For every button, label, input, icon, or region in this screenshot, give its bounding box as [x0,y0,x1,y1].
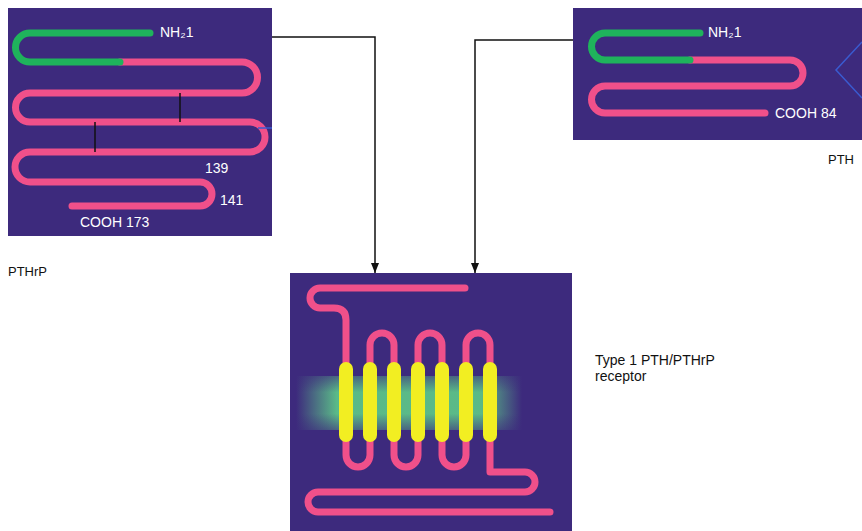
disulfide-bond [94,122,96,152]
protein-name: PTH [828,152,854,168]
helix [387,362,401,442]
peptide-chain [592,60,804,113]
binding-arrow [272,37,375,273]
shared-domain [15,33,150,62]
shared-domain [592,33,701,60]
disulfide-bond [179,93,181,122]
protein-name: PTHrP [8,264,47,280]
receptor-chain [308,288,550,512]
pth-panel [573,8,862,140]
receptor-panel [290,273,572,531]
helix [339,362,353,442]
helix [435,362,449,442]
peptide-chain [15,62,265,206]
terminus-label: COOH 173 [80,214,149,230]
binding-arrow [475,40,573,273]
helix [363,362,377,442]
transmembrane-helices [339,362,497,442]
residue-number: 141 [220,192,243,208]
pthrp-panel [8,8,272,236]
helix [483,362,497,442]
terminus-label: NH₂1 [708,24,741,40]
pthrp-panel: NH₂1139141COOH 173PTHrP [8,8,272,236]
residue-number: 139 [205,160,228,176]
pth-panel: NH₂1COOH 84PTH [573,8,862,140]
pointer-line [836,42,862,98]
receptor-panel: Type 1 PTH/PTHrP receptor [290,273,572,531]
pointer-line [258,127,272,129]
terminus-label: NH₂1 [160,24,193,40]
helix [459,362,473,442]
helix [411,362,425,442]
receptor-name: Type 1 PTH/PTHrP receptor [595,352,730,384]
terminus-label: COOH 84 [775,105,836,121]
